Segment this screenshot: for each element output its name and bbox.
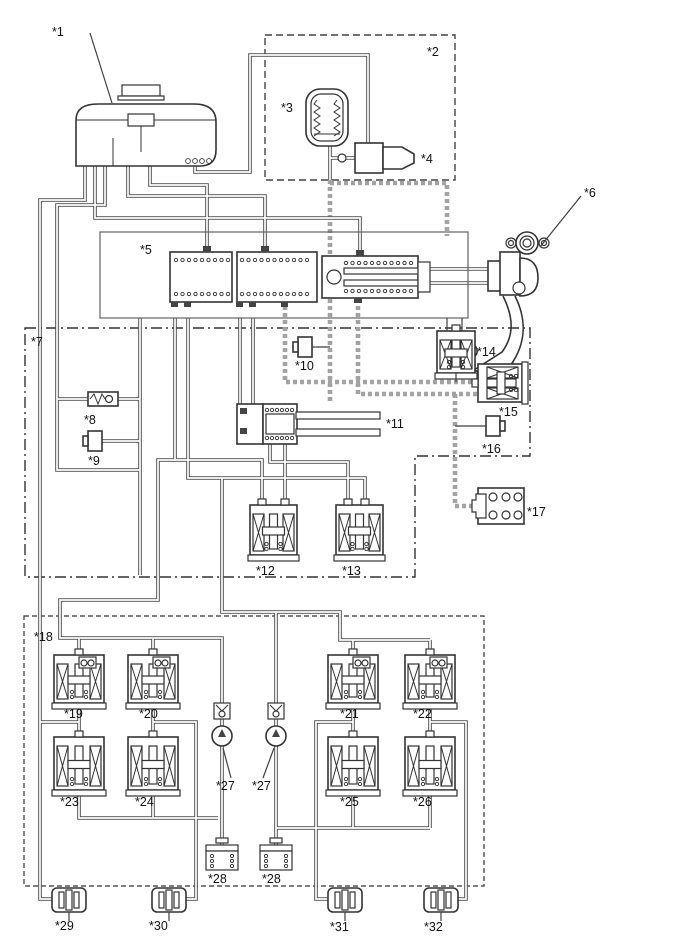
wheel-cylinder-32 bbox=[423, 887, 459, 921]
hold-valve-20 bbox=[125, 648, 181, 710]
actuator-box bbox=[24, 327, 531, 578]
solenoid-valve-15 bbox=[471, 361, 529, 405]
callout-label-21: *21 bbox=[340, 707, 359, 721]
callout-label-30: *30 bbox=[149, 919, 168, 933]
modulator-reservoir-icon bbox=[205, 837, 239, 871]
callout-label-15: *15 bbox=[499, 405, 518, 419]
regulator-assembly bbox=[236, 403, 381, 445]
callout-label-23: *23 bbox=[60, 795, 79, 809]
callout-label-5: *5 bbox=[140, 243, 152, 257]
leader-reservoir bbox=[89, 32, 113, 104]
callout-label-28a: *28 bbox=[208, 872, 227, 886]
wheel-cylinder-31 bbox=[327, 887, 363, 921]
callout-label-26: *26 bbox=[413, 795, 432, 809]
callout-label-14: *14 bbox=[477, 345, 496, 359]
callout-label-19: *19 bbox=[64, 707, 83, 721]
hold-valve-21 bbox=[325, 648, 381, 710]
master-cylinder bbox=[99, 231, 502, 319]
callout-label-3: *3 bbox=[281, 101, 293, 115]
pump-motor-icon bbox=[337, 142, 415, 174]
callout-label-8: *8 bbox=[84, 413, 96, 427]
callout-label-11: *11 bbox=[386, 417, 404, 431]
wheel-cylinder-29 bbox=[51, 887, 87, 921]
brake-pedal bbox=[460, 231, 550, 375]
wheel-cylinder-30 bbox=[151, 887, 187, 921]
callout-label-29: *29 bbox=[55, 919, 74, 933]
connector-block-17 bbox=[471, 487, 525, 525]
check-valve-icon bbox=[267, 702, 285, 720]
callout-label-6: *6 bbox=[584, 186, 596, 200]
callout-label-10: *10 bbox=[295, 359, 314, 373]
hold-valve-19 bbox=[51, 648, 107, 710]
callout-label-7: *7 bbox=[31, 335, 43, 349]
modulator-reservoir-icon bbox=[259, 837, 293, 871]
check-valve-icon bbox=[213, 702, 231, 720]
leader-pump-right bbox=[262, 747, 275, 779]
leader-pump-left bbox=[222, 747, 232, 779]
modulator-box bbox=[23, 615, 485, 887]
release-valve-25 bbox=[325, 730, 381, 797]
callout-label-16: *16 bbox=[482, 442, 501, 456]
callout-label-2: *2 bbox=[427, 45, 439, 59]
callout-label-9: *9 bbox=[88, 454, 100, 468]
leader-pedal bbox=[539, 195, 582, 248]
callout-labels: *1 *2 *3 *4 *5 *6 *7 *8 *9 *10 *11 *12 *13 *14 *15 *16 *… bbox=[31, 25, 596, 934]
callout-label-27b: *27 bbox=[252, 779, 271, 793]
solenoid-valve-14 bbox=[434, 324, 478, 380]
hold-valve-22 bbox=[402, 648, 458, 710]
release-valve-24 bbox=[125, 730, 181, 797]
callout-label-25: *25 bbox=[340, 795, 359, 809]
callout-label-28b: *28 bbox=[262, 872, 281, 886]
callout-label-13: *13 bbox=[342, 564, 361, 578]
enclosure-boxes bbox=[23, 34, 531, 887]
callout-label-24: *24 bbox=[135, 795, 154, 809]
components bbox=[51, 84, 550, 921]
release-valve-26 bbox=[402, 730, 458, 797]
fluid-reservoir bbox=[75, 84, 217, 167]
solenoid-valve-13 bbox=[333, 498, 386, 562]
pressure-sensor-16 bbox=[485, 415, 506, 437]
accumulator-icon bbox=[305, 88, 349, 147]
callout-label-32: *32 bbox=[424, 920, 443, 934]
release-valve-23 bbox=[51, 730, 107, 797]
pump-unit-box bbox=[264, 34, 456, 181]
solenoid-valve-12 bbox=[247, 498, 300, 562]
callout-label-18: *18 bbox=[34, 630, 53, 644]
pressure-sensor-9 bbox=[82, 430, 103, 452]
callout-label-4: *4 bbox=[421, 152, 433, 166]
pump-icon bbox=[265, 725, 287, 747]
pressure-sensor-10 bbox=[292, 336, 313, 358]
pump-icon bbox=[211, 725, 233, 747]
callout-label-27a: *27 bbox=[216, 779, 235, 793]
relief-valve-icon bbox=[87, 391, 119, 407]
leader-lines bbox=[89, 32, 582, 779]
callout-label-22: *22 bbox=[413, 707, 432, 721]
callout-label-1: *1 bbox=[52, 25, 64, 39]
callout-label-12: *12 bbox=[256, 564, 275, 578]
callout-label-17: *17 bbox=[527, 505, 546, 519]
callout-label-31: *31 bbox=[330, 920, 349, 934]
callout-label-20: *20 bbox=[139, 707, 158, 721]
